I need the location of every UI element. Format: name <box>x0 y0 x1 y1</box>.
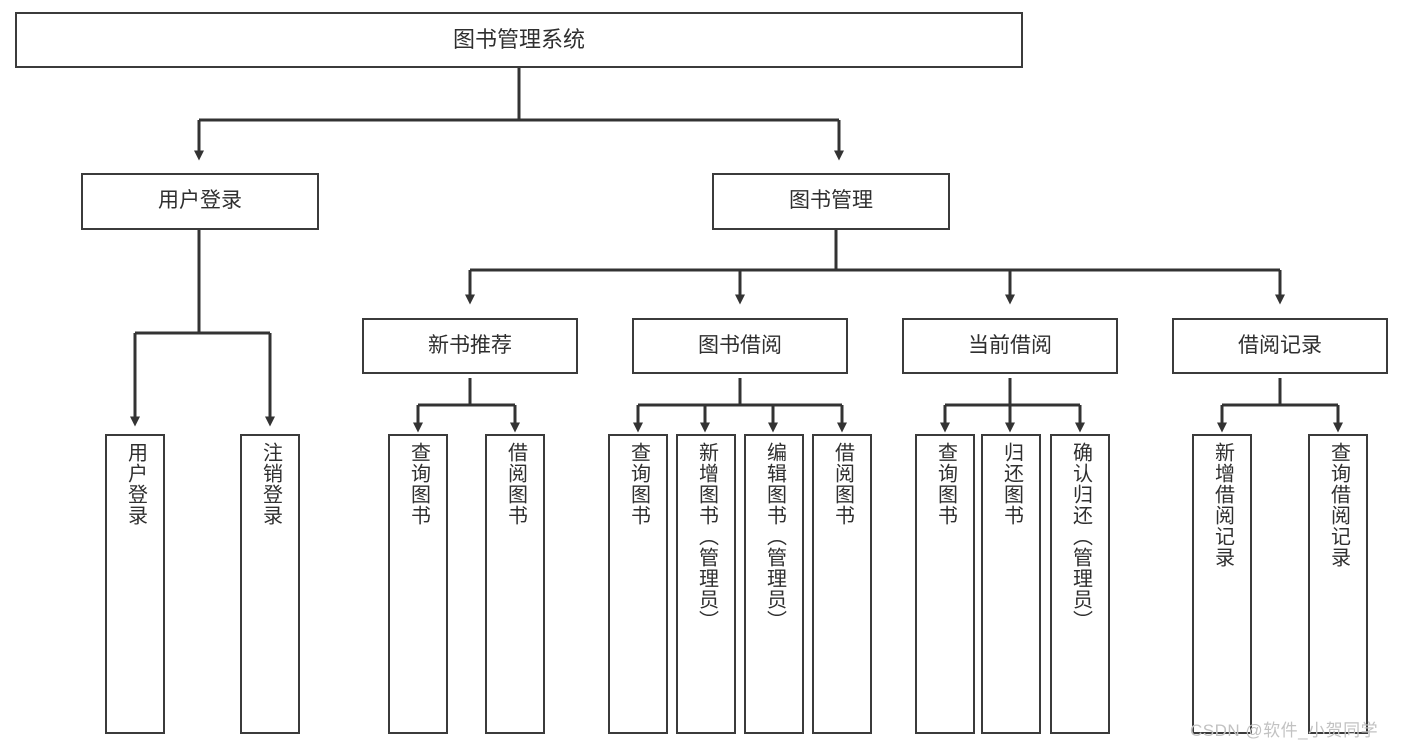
node-label: 当前借阅 <box>968 333 1052 357</box>
leaf-user-login-signin[interactable]: 用户登录 <box>105 434 165 734</box>
leaf-user-login-signout[interactable]: 注销登录 <box>240 434 300 734</box>
node-borrow-record[interactable]: 借阅记录 <box>1172 318 1388 374</box>
node-label: 借阅记录 <box>1238 333 1322 357</box>
leaf-new-book-borrow[interactable]: 借阅图书 <box>485 434 545 734</box>
leaf-current-borrow-return[interactable]: 归还图书 <box>981 434 1041 734</box>
node-label: 归还图书 <box>1000 442 1023 526</box>
node-label: 新增图书（管理员） <box>695 442 718 631</box>
node-label: 查询图书 <box>627 442 650 526</box>
node-label: 图书管理系统 <box>452 27 585 53</box>
leaf-borrow-record-query[interactable]: 查询借阅记录 <box>1308 434 1368 734</box>
node-label: 新书推荐 <box>428 333 512 357</box>
node-label: 确认归还（管理员） <box>1069 442 1092 631</box>
node-book-management[interactable]: 图书管理 <box>712 173 950 230</box>
leaf-book-borrow-lend[interactable]: 借阅图书 <box>812 434 872 734</box>
node-new-book-recommend[interactable]: 新书推荐 <box>362 318 578 374</box>
node-label: 查询借阅记录 <box>1327 442 1350 568</box>
node-book-borrow[interactable]: 图书借阅 <box>632 318 848 374</box>
node-root-system[interactable]: 图书管理系统 <box>15 12 1023 68</box>
node-label: 用户登录 <box>124 442 147 526</box>
node-user-login[interactable]: 用户登录 <box>81 173 319 230</box>
node-label: 图书管理 <box>789 189 873 213</box>
node-label: 查询图书 <box>934 442 957 526</box>
node-label: 新增借阅记录 <box>1211 442 1234 568</box>
node-label: 图书借阅 <box>698 333 782 357</box>
node-label: 借阅图书 <box>831 442 854 526</box>
leaf-current-borrow-confirm[interactable]: 确认归还（管理员） <box>1050 434 1110 734</box>
node-label: 编辑图书（管理员） <box>763 442 786 631</box>
node-label: 借阅图书 <box>504 442 527 526</box>
leaf-book-borrow-edit[interactable]: 编辑图书（管理员） <box>744 434 804 734</box>
watermark-text: CSDN @软件_小贺同学 <box>1190 721 1379 740</box>
node-label: 查询图书 <box>407 442 430 526</box>
node-label: 用户登录 <box>158 189 242 213</box>
leaf-book-borrow-query[interactable]: 查询图书 <box>608 434 668 734</box>
leaf-borrow-record-add[interactable]: 新增借阅记录 <box>1192 434 1252 734</box>
leaf-current-borrow-query[interactable]: 查询图书 <box>915 434 975 734</box>
leaf-new-book-query[interactable]: 查询图书 <box>388 434 448 734</box>
leaf-book-borrow-add[interactable]: 新增图书（管理员） <box>676 434 736 734</box>
node-label: 注销登录 <box>259 442 282 526</box>
node-current-borrow[interactable]: 当前借阅 <box>902 318 1118 374</box>
